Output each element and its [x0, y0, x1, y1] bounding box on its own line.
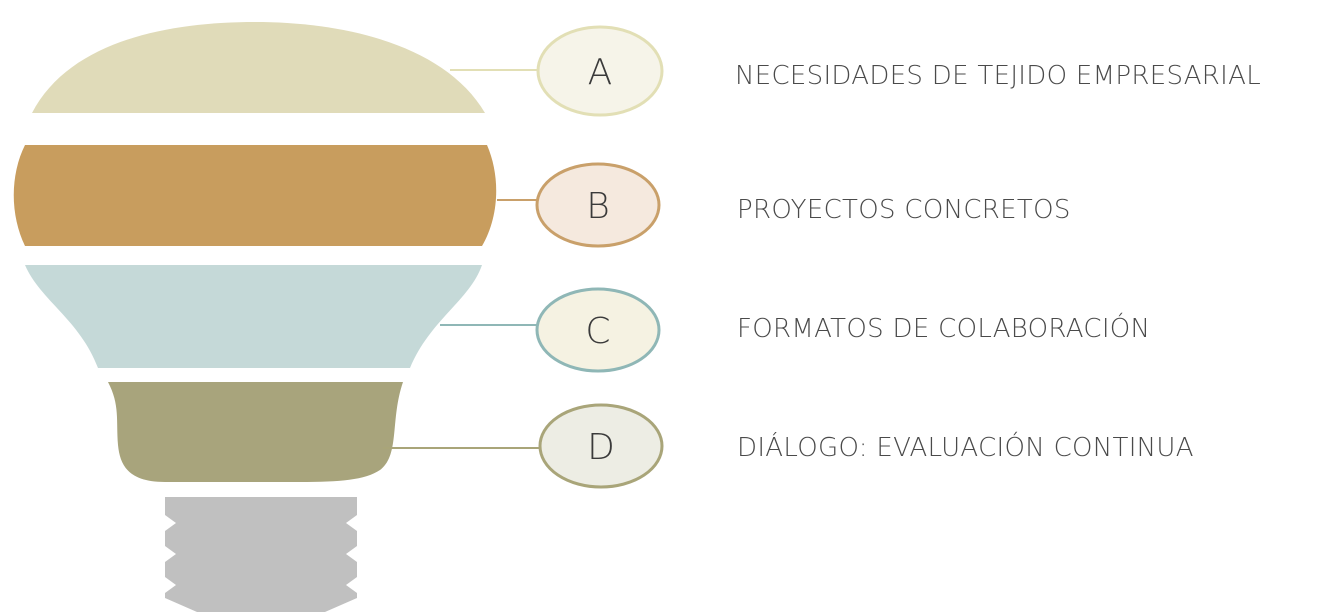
- stage-c-label: FORMATOS DE COLABORACIÓN: [737, 312, 1150, 344]
- stage-a-label: NECESIDADES DE TEJIDO EMPRESARIAL: [735, 61, 1261, 91]
- bulb-band-b: [13, 145, 497, 246]
- bubble-d: D: [538, 403, 664, 489]
- bubble-b-letter: B: [586, 186, 610, 227]
- stage-b-label: PROYECTOS CONCRETOS: [737, 195, 1071, 225]
- bubble-a-letter: A: [588, 52, 613, 93]
- bubble-b: B: [535, 162, 661, 248]
- stage-d-label: DIÁLOGO: EVALUACIÓN CONTINUA: [737, 431, 1194, 463]
- bubble-d-letter: D: [587, 427, 615, 468]
- bubble-a: A: [536, 25, 664, 117]
- bubble-c-letter: C: [585, 311, 610, 352]
- bulb-screw-base-icon: [165, 497, 357, 612]
- bulb-band-c: [25, 265, 482, 368]
- bulb-band-d: [108, 382, 403, 482]
- bubble-c: C: [535, 287, 661, 373]
- bulb-band-a: [32, 22, 485, 113]
